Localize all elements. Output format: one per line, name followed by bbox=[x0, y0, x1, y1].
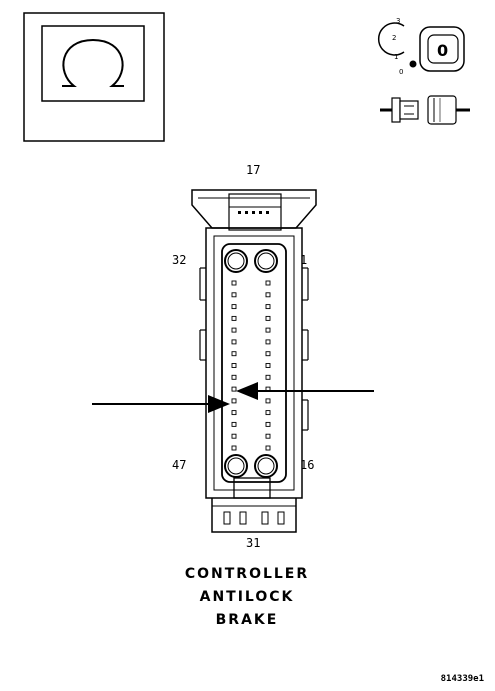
caption-line-2: ANTILOCK bbox=[200, 589, 295, 605]
pin-cavity bbox=[231, 386, 237, 392]
ignition-position-0: 0 bbox=[399, 68, 403, 76]
pin-cavity bbox=[265, 339, 271, 345]
pin-cavity bbox=[265, 315, 271, 321]
pin-cavity bbox=[265, 421, 271, 427]
pin-cavity bbox=[231, 315, 237, 321]
pin-cavity bbox=[265, 398, 271, 404]
pin-cavity bbox=[265, 445, 271, 451]
pin-cavity bbox=[231, 374, 237, 380]
pin-cavity bbox=[231, 445, 237, 451]
pin-cavity bbox=[231, 304, 237, 310]
pin-label-bottom-right: 16 bbox=[300, 458, 314, 472]
key-label: 0 bbox=[437, 41, 448, 60]
ignition-position-3: 3 bbox=[396, 17, 400, 25]
ohmmeter-symbol bbox=[23, 12, 165, 142]
pin-cavity bbox=[231, 421, 237, 427]
caption-line-3: BRAKE bbox=[216, 612, 279, 628]
pin-cavity bbox=[265, 292, 271, 298]
abs-controller-connector bbox=[191, 189, 317, 533]
connector-plug-icon bbox=[380, 95, 470, 125]
probe-arrow-left bbox=[92, 395, 230, 413]
pin-cavity bbox=[231, 327, 237, 333]
pin-cavity bbox=[231, 280, 237, 286]
active-position-dot bbox=[409, 60, 417, 68]
pin-label-top-left: 32 bbox=[172, 253, 186, 267]
ignition-position-1: 1 bbox=[394, 53, 398, 61]
pin-cavity bbox=[231, 433, 237, 439]
pin-cavity bbox=[265, 363, 271, 368]
ignition-key-icon: 3 2 1 0 0 bbox=[377, 17, 465, 76]
pin-cavity bbox=[265, 304, 271, 310]
pin-cavity bbox=[231, 339, 237, 345]
pin-cavity bbox=[265, 410, 271, 416]
ignition-position-2: 2 bbox=[392, 34, 396, 42]
pin-cavity bbox=[265, 374, 271, 380]
pin-cavity bbox=[231, 351, 237, 357]
pin-label-bottom: 31 bbox=[246, 536, 260, 550]
pin-cavity bbox=[231, 292, 237, 298]
pin-cavity bbox=[231, 410, 237, 416]
part-number: 814339e1 bbox=[441, 674, 484, 684]
caption-line-1: CONTROLLER bbox=[185, 566, 309, 582]
probe-arrow-right bbox=[236, 382, 374, 400]
ohm-icon bbox=[62, 38, 124, 87]
pin-cavity bbox=[265, 327, 271, 333]
pin-label-bottom-left: 47 bbox=[172, 458, 186, 472]
pin-cavity bbox=[231, 363, 237, 368]
pin-label-top: 17 bbox=[246, 163, 260, 177]
pin-cavity bbox=[265, 280, 271, 286]
pin-grid bbox=[231, 280, 271, 451]
pin-cavity bbox=[231, 398, 237, 404]
pin-cavity bbox=[265, 351, 271, 357]
pin-cavity bbox=[265, 433, 271, 439]
pin-label-top-right: 1 bbox=[300, 253, 307, 267]
